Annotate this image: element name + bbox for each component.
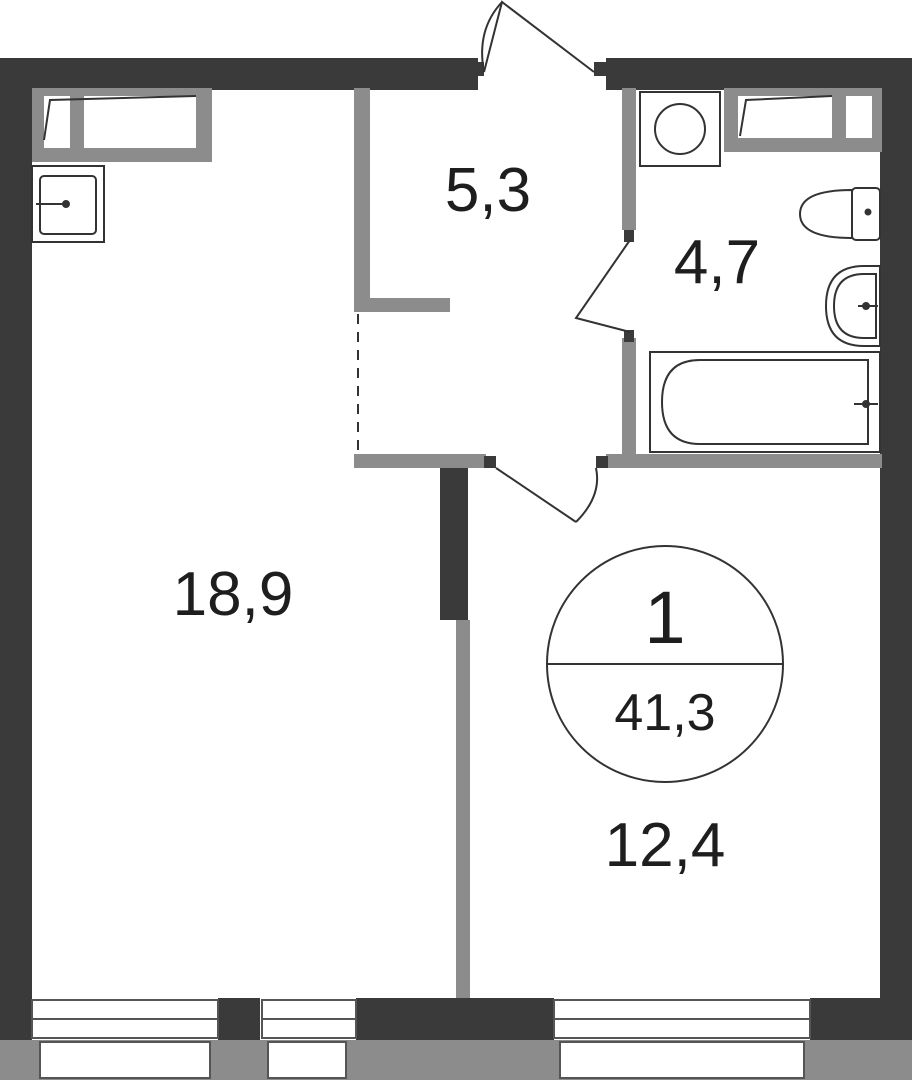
kitchen-sink-icon — [31, 165, 105, 243]
radiator-icon — [724, 88, 882, 152]
window-icon — [31, 999, 811, 1079]
bathtub-icon — [649, 351, 881, 453]
room-area-kitchen: 12,4 — [604, 811, 726, 880]
apartment-badge — [546, 545, 784, 783]
washing-machine-icon — [639, 91, 721, 167]
room-area-living-room: 18,9 — [172, 560, 294, 629]
door-swing-icon — [481, 0, 631, 523]
interior-walls — [354, 88, 882, 998]
toilet-icon — [798, 187, 881, 241]
radiator-icon — [32, 88, 212, 162]
room-count: 1 — [644, 576, 686, 659]
room-area-bathroom: 4,7 — [673, 228, 761, 297]
door-jambs — [472, 62, 634, 468]
exterior-walls — [0, 58, 912, 1080]
sink-icon — [824, 265, 881, 347]
room-area-hallway: 5,3 — [444, 156, 532, 225]
total-area: 41,3 — [614, 684, 716, 742]
